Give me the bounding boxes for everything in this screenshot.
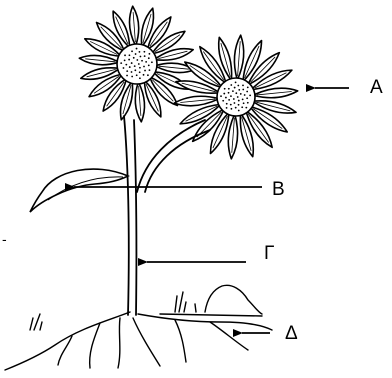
- seed-dot: [235, 81, 237, 83]
- edge-mark: -: [2, 232, 7, 246]
- seed-dot: [134, 69, 136, 71]
- seed-dot: [226, 103, 228, 105]
- seed-dot: [124, 59, 126, 61]
- label-a: A: [370, 78, 383, 97]
- seed-dot: [246, 91, 248, 93]
- seed-dot: [147, 74, 149, 76]
- label-c: Γ: [264, 244, 274, 263]
- seed-dot: [135, 53, 137, 55]
- leaf: [30, 169, 128, 212]
- seed-dot: [242, 84, 244, 86]
- seed-dot: [246, 97, 248, 99]
- seed-dot: [129, 54, 131, 56]
- right-flower: [174, 35, 297, 159]
- seed-dot: [224, 88, 226, 90]
- seed-dot: [140, 56, 142, 58]
- seed-dot: [223, 93, 225, 95]
- seed-dot: [131, 76, 133, 78]
- seed-dot: [233, 98, 235, 100]
- seed-dot: [125, 64, 127, 66]
- seed-dot: [120, 62, 122, 64]
- seed-dot: [234, 87, 236, 89]
- seed-dot: [139, 51, 141, 53]
- seed-dot: [139, 71, 141, 73]
- seed-dot: [143, 74, 145, 76]
- seed-dot: [145, 61, 147, 63]
- seed-dot: [144, 55, 146, 57]
- seed-dot: [247, 102, 249, 104]
- seed-dot: [143, 51, 145, 53]
- seed-dot: [144, 70, 146, 72]
- seed-dot: [139, 67, 141, 69]
- seed-dot: [136, 59, 138, 61]
- seed-dot: [141, 60, 143, 62]
- seed-dot: [151, 61, 153, 63]
- seed-dot: [222, 100, 224, 102]
- seed-dot: [131, 71, 133, 73]
- seed-dot: [143, 66, 145, 68]
- seed-dot: [230, 95, 232, 97]
- seed-dot: [148, 64, 150, 66]
- seed-dot: [238, 110, 240, 112]
- stem: [124, 116, 210, 315]
- seed-dot: [238, 100, 240, 102]
- seed-dot: [235, 92, 237, 94]
- ground: [30, 285, 262, 330]
- seed-dot: [231, 108, 233, 110]
- seed-dot: [124, 54, 126, 56]
- seed-dot: [232, 90, 234, 92]
- seed-dot: [228, 92, 230, 94]
- label-b: B: [272, 180, 285, 199]
- seed-dot: [131, 50, 133, 52]
- seed-dot: [148, 57, 150, 59]
- seed-dot: [243, 102, 245, 104]
- seed-dot: [238, 89, 240, 91]
- seed-dot: [245, 107, 247, 109]
- label-d: Δ: [285, 324, 298, 343]
- seed-dot: [149, 69, 151, 71]
- seed-dot: [126, 70, 128, 72]
- seed-dot: [134, 65, 136, 67]
- seed-dot: [136, 48, 138, 50]
- seed-dot: [238, 104, 240, 106]
- seed-dot: [237, 96, 239, 98]
- seed-dot: [136, 74, 138, 76]
- seed-dot: [139, 77, 141, 79]
- seed-dot: [241, 106, 243, 108]
- seed-dot: [228, 99, 230, 101]
- seed-dot: [123, 67, 125, 69]
- seed-dot: [242, 98, 244, 100]
- seed-dot: [234, 102, 236, 104]
- seed-dot: [244, 94, 246, 96]
- seed-dot: [249, 94, 251, 96]
- seed-dot: [228, 88, 230, 90]
- seed-dot: [230, 104, 232, 106]
- root: [5, 312, 272, 370]
- seed-dot: [129, 66, 131, 68]
- seed-dot: [126, 75, 128, 77]
- seed-dot: [149, 53, 151, 55]
- seed-dot: [242, 89, 244, 91]
- seed-dot: [225, 97, 227, 99]
- seed-dot: [220, 95, 222, 97]
- seed-dot: [230, 84, 232, 86]
- seed-dot: [128, 59, 130, 61]
- seed-dot: [131, 62, 133, 64]
- seed-dot: [235, 107, 237, 109]
- seed-dot: [133, 57, 135, 59]
- seed-dot: [237, 85, 239, 87]
- seed-dot: [240, 93, 242, 95]
- seed-dot: [138, 63, 140, 65]
- seed-dot: [247, 86, 249, 88]
- seed-dot: [226, 107, 228, 109]
